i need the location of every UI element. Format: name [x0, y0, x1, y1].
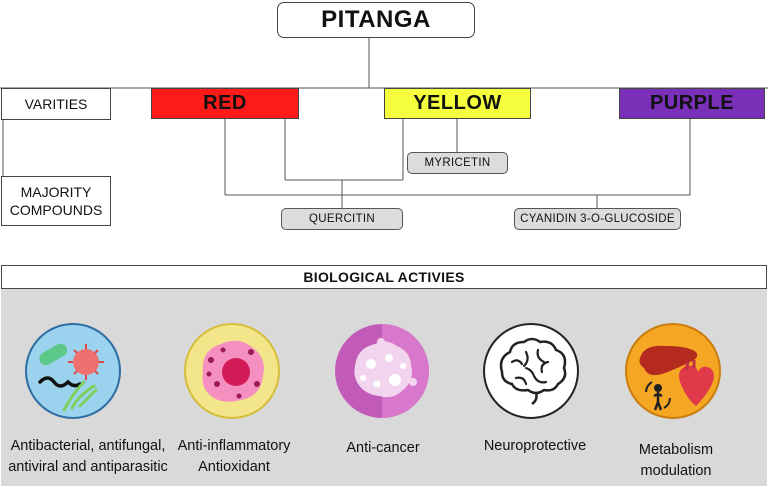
- variety-purple: PURPLE: [619, 88, 765, 119]
- caption-line: Metabolism: [638, 442, 714, 458]
- brain-icon: [483, 323, 579, 419]
- caption-line: Anti-inflammatory: [177, 438, 291, 454]
- variety-yellow: YELLOW: [384, 88, 531, 119]
- caption-line: antiviral and antiparasitic: [8, 459, 168, 475]
- activity-caption-antimicrobial: Antibacterial, antifungal, antiviral and…: [0, 436, 176, 478]
- diagram-title: PITANGA: [277, 2, 475, 38]
- activity-caption-metabolism: Metabolism modulation: [622, 440, 730, 482]
- activity-caption-anti-cancer: Anti-cancer: [330, 438, 436, 459]
- compounds-label-text: MAJORITY COMPOUNDS: [9, 184, 103, 218]
- caption-line: Anti-cancer: [346, 440, 420, 456]
- caption-line: modulation: [640, 463, 712, 479]
- variety-red: RED: [151, 88, 299, 119]
- caption-line: Neuroprotective: [483, 438, 587, 454]
- compound-quercitin: QUERCITIN: [281, 208, 403, 230]
- inflamed-cell-icon: [184, 323, 280, 419]
- caption-line: Antioxidant: [198, 459, 270, 475]
- caption-line: Antibacterial, antifungal,: [10, 438, 166, 454]
- biological-activities-title: BIOLOGICAL ACTIVIES: [1, 265, 767, 289]
- cancer-cell-icon: [335, 324, 429, 418]
- compound-cyanidin: CYANIDIN 3-O-GLUCOSIDE: [514, 208, 681, 230]
- compounds-label: MAJORITY COMPOUNDS: [1, 176, 111, 226]
- activity-caption-anti-inflammatory: Anti-inflammatory Antioxidant: [172, 436, 296, 478]
- compound-myricetin: MYRICETIN: [407, 152, 508, 174]
- varieties-label: VARITIES: [1, 88, 111, 120]
- activity-caption-neuroprotective: Neuroprotective: [476, 436, 594, 457]
- liver-heart-icon: [625, 323, 721, 419]
- microbes-icon: [25, 323, 121, 419]
